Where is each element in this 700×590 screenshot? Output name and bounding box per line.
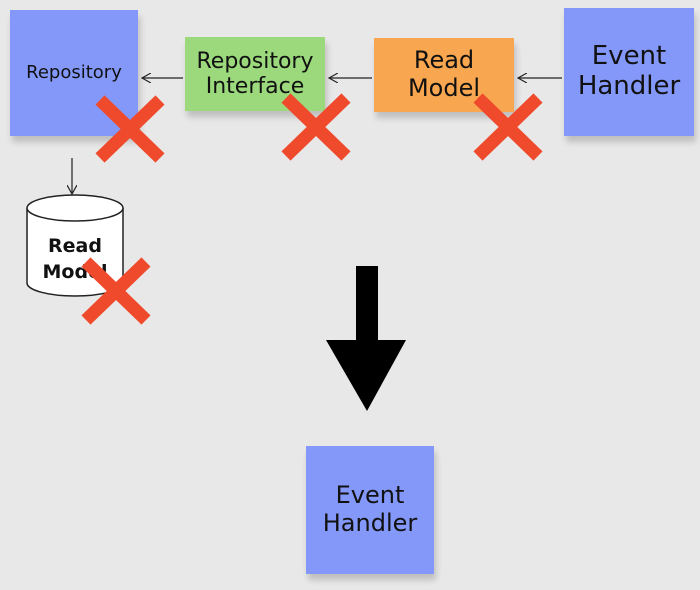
repository-interface-label: Repository Interface: [196, 48, 314, 99]
read-model-label: Read Model: [407, 46, 481, 102]
repository-note: Repository: [10, 10, 138, 136]
database-label: Read Model: [42, 235, 108, 283]
event-handler-top-note: Event Handler: [564, 8, 694, 136]
event-handler-bottom-label: Event Handler: [322, 481, 418, 537]
repository-interface-note: Repository Interface: [185, 37, 325, 111]
repository-label: Repository: [26, 61, 122, 83]
down-arrow-icon: [326, 266, 406, 411]
read-model-note: Read Model: [374, 38, 514, 112]
event-handler-bottom-note: Event Handler: [306, 446, 434, 574]
event-handler-top-label: Event Handler: [577, 41, 681, 101]
